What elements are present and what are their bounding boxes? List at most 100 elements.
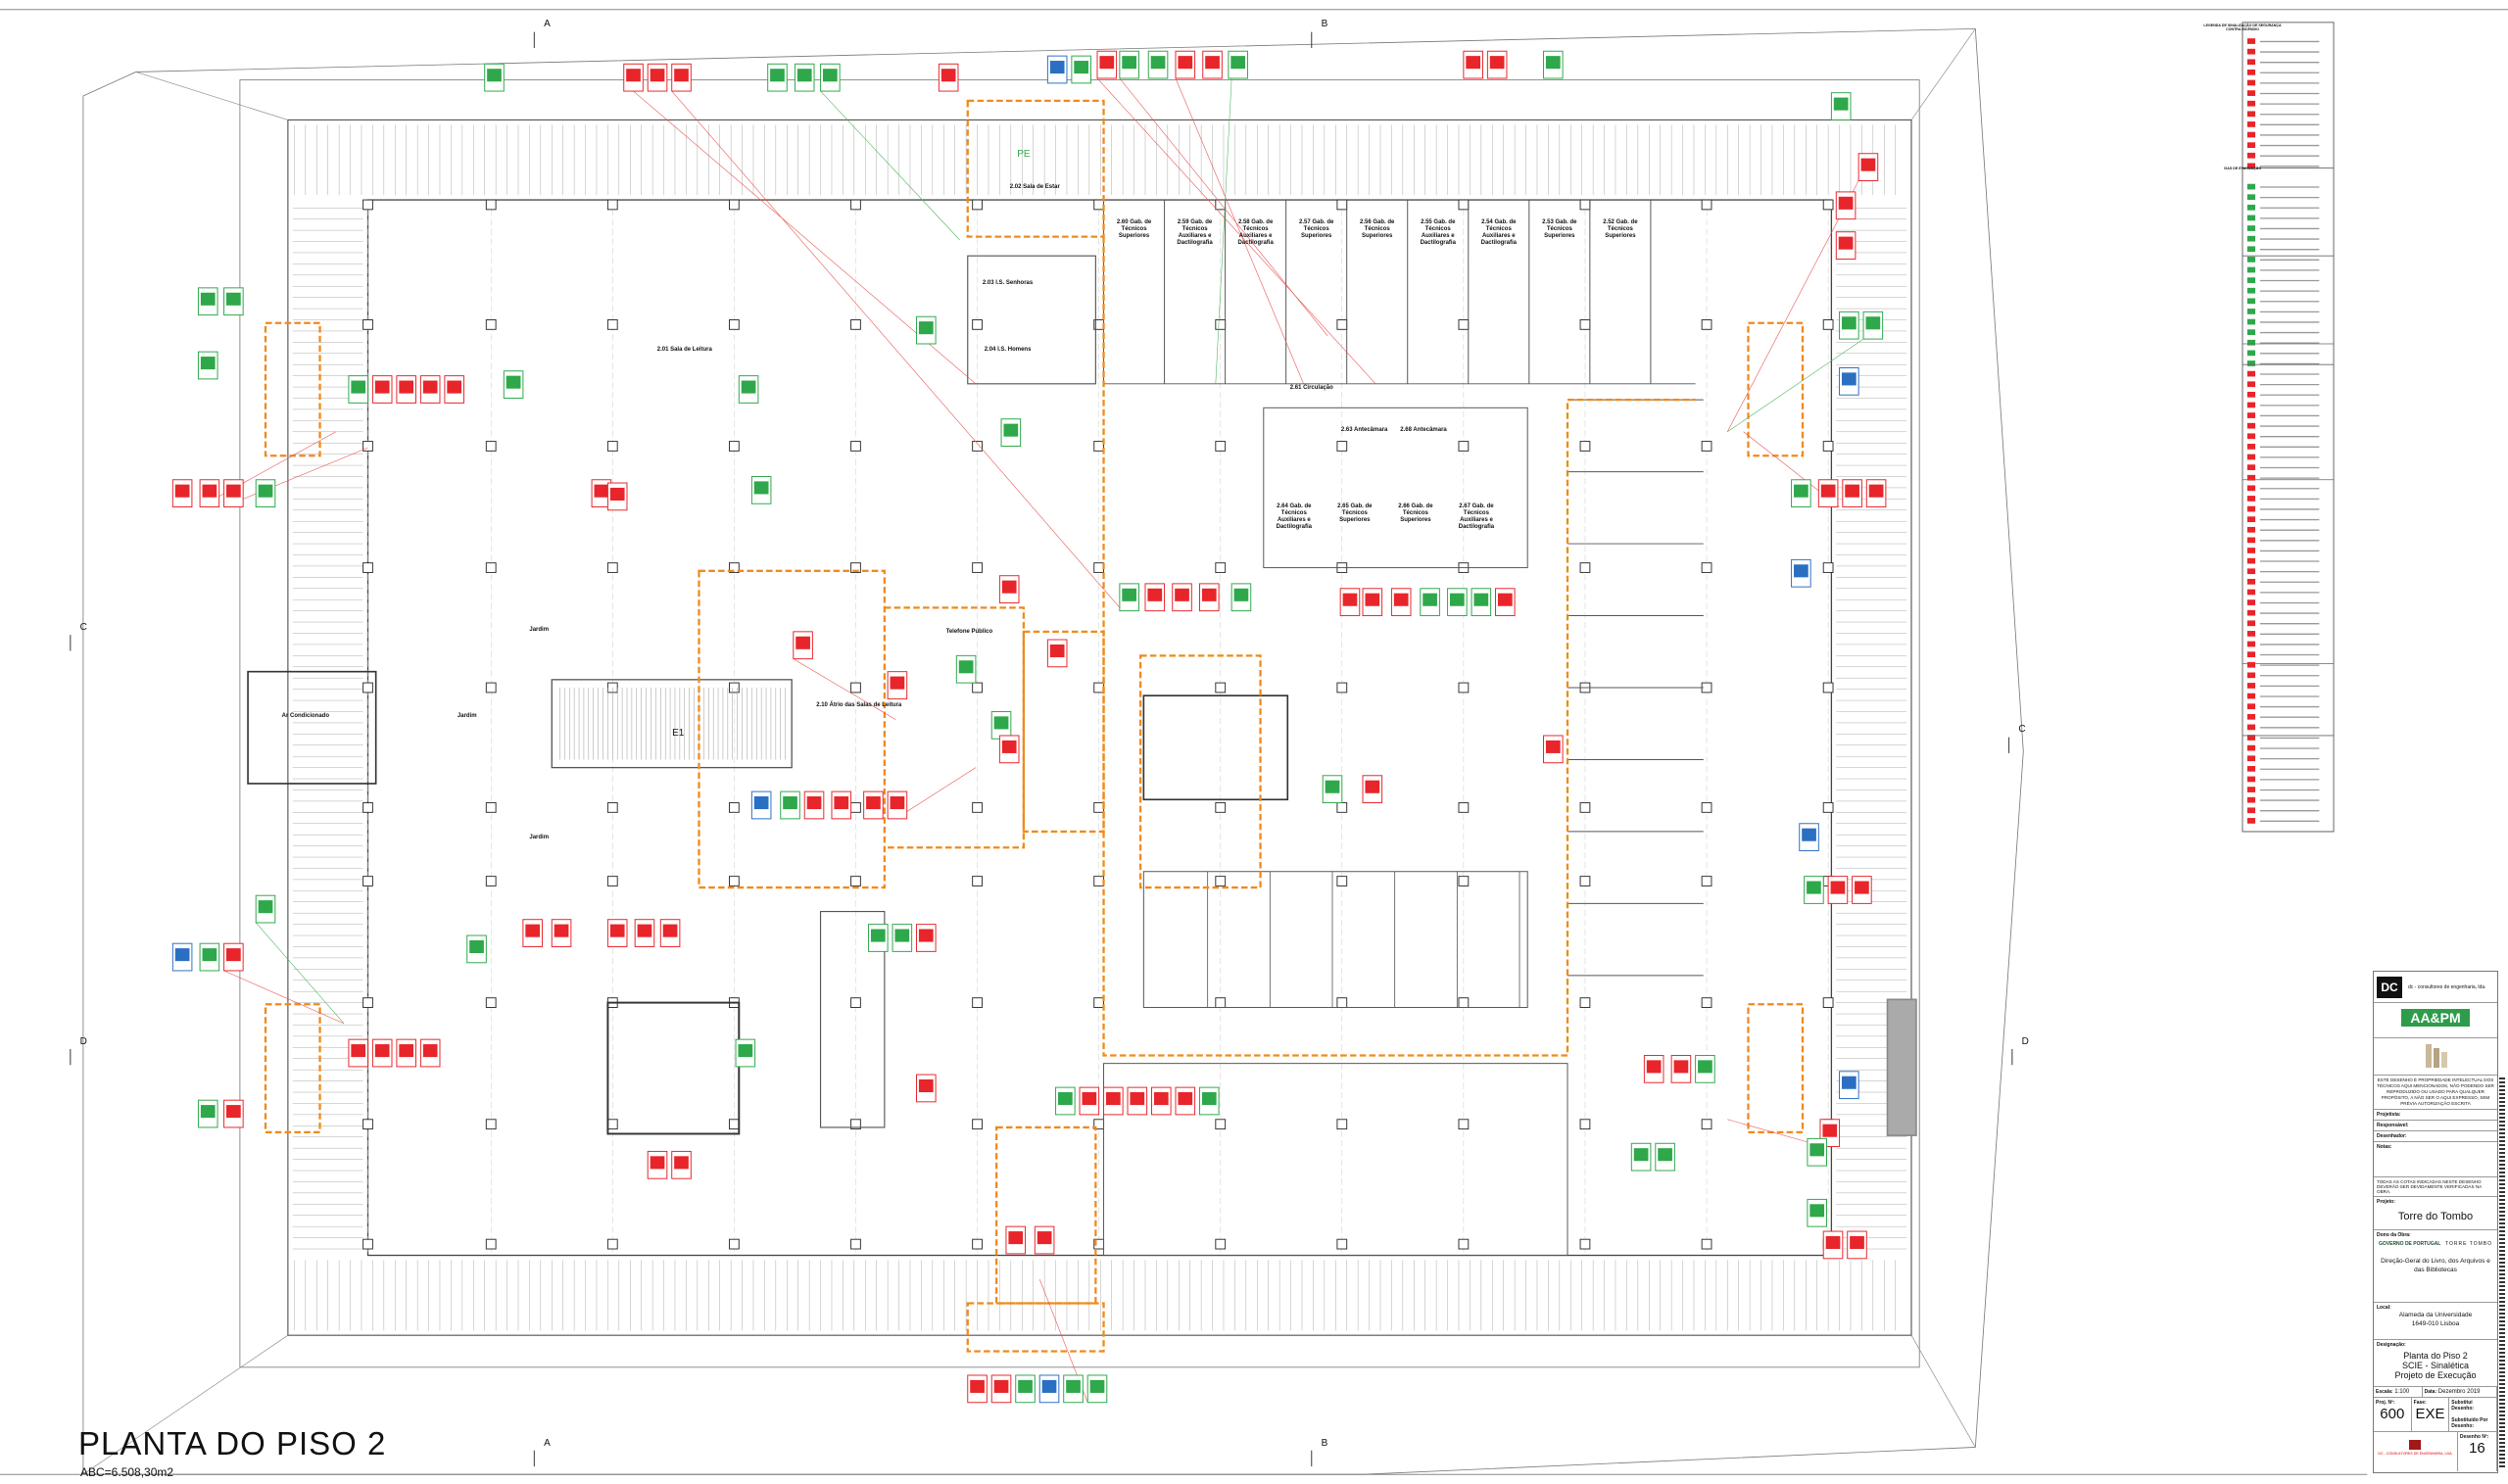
leader-line (1175, 77, 1304, 384)
office-block (1263, 407, 1528, 569)
legend-symbol (2246, 79, 2256, 86)
column (850, 682, 861, 694)
column (1822, 562, 1834, 573)
safety-sign-pictogram (1842, 1076, 1857, 1089)
safety-sign-pictogram (1105, 1092, 1121, 1106)
safety-sign-pictogram (993, 1379, 1009, 1393)
column (1215, 876, 1227, 886)
office-block (1142, 871, 1528, 1008)
legend-symbol (2246, 100, 2256, 107)
column (1093, 199, 1105, 211)
column (606, 562, 618, 573)
column (1458, 682, 1470, 694)
toilets (967, 255, 1096, 385)
safety-sign-pictogram (753, 481, 769, 495)
safety-sign-pictogram (674, 69, 689, 82)
designation-1: Planta do Piso 2 (2403, 1351, 2468, 1361)
safety-sign-pictogram (1393, 593, 1409, 606)
legend-symbol (2246, 796, 2256, 803)
legend-symbol (2246, 70, 2256, 75)
leader-line (1727, 180, 1859, 432)
safety-sign-pictogram (1205, 56, 1220, 70)
safety-sign-pictogram (1833, 97, 1849, 111)
safety-sign-pictogram (918, 1078, 934, 1093)
legend-symbol (2246, 568, 2256, 575)
column (1093, 997, 1105, 1008)
safety-sign-pictogram (1633, 1148, 1649, 1162)
safety-sign-pictogram (1825, 1235, 1841, 1250)
local-line-2: 1649-010 Lisboa (2411, 1320, 2460, 1327)
safety-sign-pictogram (1794, 564, 1809, 578)
desenho-label: Desenho Nº: (2459, 1434, 2489, 1440)
safety-sign-pictogram (626, 69, 641, 82)
legend-symbol (2246, 235, 2256, 242)
legend-symbol (2246, 807, 2256, 814)
escala-label: Escala: (2376, 1389, 2393, 1395)
main-stair (551, 679, 793, 769)
column (972, 997, 983, 1008)
project-number: 600 (2380, 1406, 2405, 1422)
legend-symbol (2246, 787, 2256, 792)
projetista-label: Projetista: (2374, 1110, 2497, 1121)
drawing-area: ABC=6.508,30m2 (80, 1465, 174, 1479)
column (1093, 682, 1105, 694)
legend-symbol (2246, 620, 2256, 627)
safety-sign-pictogram (202, 484, 217, 498)
safety-sign-pictogram (609, 487, 625, 501)
column (1093, 802, 1105, 813)
safety-sign-pictogram (1673, 1060, 1689, 1074)
compartment-boundary (995, 1125, 1097, 1305)
safety-sign-pictogram (351, 380, 366, 394)
fire-compartment-lines (264, 99, 1805, 1353)
safety-sign-pictogram (1830, 881, 1846, 894)
local-label: Local: (2377, 1305, 2391, 1311)
safety-sign-pictogram (174, 484, 190, 498)
column (1336, 1238, 1348, 1250)
designation-3: Projeto de Execução (2394, 1370, 2477, 1380)
column (1701, 562, 1712, 573)
legend-symbol (2246, 370, 2256, 377)
column (362, 682, 373, 694)
safety-sign-pictogram (1003, 423, 1019, 437)
compartment-boundary (966, 1302, 1105, 1353)
compartment-boundary (264, 1003, 321, 1133)
safety-sign-pictogram (1794, 484, 1809, 498)
column (1215, 562, 1227, 573)
legend-symbol (2246, 776, 2256, 783)
legend-symbol (2246, 631, 2256, 637)
safety-sign-pictogram (200, 1105, 216, 1119)
legend-symbol (2246, 257, 2256, 263)
column (1458, 1119, 1470, 1130)
safety-sign-pictogram (1001, 580, 1017, 594)
column (1336, 802, 1348, 813)
column (729, 562, 740, 573)
safety-sign-pictogram (1807, 881, 1821, 894)
column (1822, 199, 1834, 211)
column (972, 441, 983, 452)
column (1701, 802, 1712, 813)
legend-symbol (2246, 246, 2256, 253)
office-block (1103, 1063, 1568, 1257)
dc-company-name: dc - consultores de engenharia, lda. (2408, 983, 2486, 990)
designation-2: SCIE - Sinalética (2401, 1361, 2470, 1370)
safety-sign-pictogram (650, 1156, 665, 1170)
leader-line (1215, 77, 1232, 384)
column (606, 441, 618, 452)
safety-sign-pictogram (806, 796, 822, 810)
column (850, 1119, 861, 1130)
safety-sign-pictogram (1473, 593, 1489, 606)
stair-e3 (1142, 694, 1289, 801)
safety-sign-pictogram (1809, 1143, 1825, 1157)
safety-sign-pictogram (870, 929, 886, 942)
legend-symbol (2246, 142, 2256, 149)
scale-value: 1:100 (2394, 1389, 2410, 1395)
column (362, 319, 373, 330)
column (1701, 199, 1712, 211)
safety-sign-pictogram (226, 948, 241, 962)
column (1822, 319, 1834, 330)
compartment-boundary (884, 606, 1026, 849)
safety-sign-pictogram (226, 292, 241, 306)
column (485, 997, 497, 1008)
drawing-number: 16 (2469, 1440, 2485, 1457)
legend-symbol (2246, 194, 2256, 201)
